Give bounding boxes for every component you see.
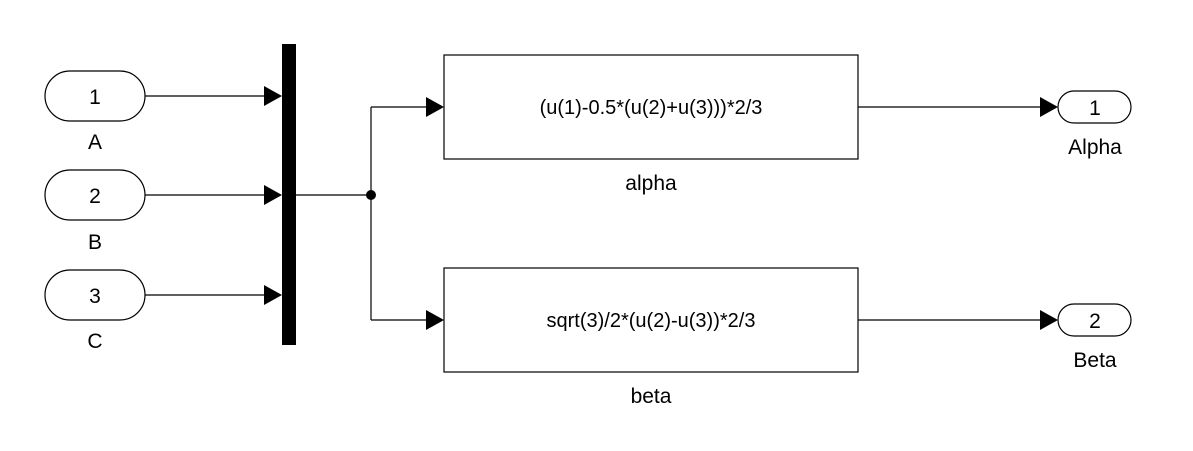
inport-number: 1 <box>89 86 101 109</box>
branch-point-dot <box>366 190 376 200</box>
mux-block[interactable] <box>282 44 296 345</box>
outport-label: Alpha <box>1068 136 1122 159</box>
fcn-block-name: beta <box>631 385 672 408</box>
arrowhead-beta-in <box>426 310 444 330</box>
outport-block-2[interactable]: 2 Beta <box>1057 303 1132 372</box>
arrowhead-out1 <box>1040 97 1058 117</box>
inport-block-3[interactable]: 3 C <box>44 269 146 353</box>
inport-block-1[interactable]: 1 A <box>44 70 146 154</box>
arrowhead-in1 <box>264 86 282 106</box>
arrowhead-out2 <box>1040 310 1058 330</box>
inport-label: B <box>88 231 102 254</box>
fcn-block-alpha[interactable]: (u(1)-0.5*(u(2)+u(3)))*2/3 alpha <box>443 54 859 195</box>
outport-number: 2 <box>1089 310 1101 333</box>
inport-label: A <box>88 131 102 154</box>
arrowhead-in2 <box>264 185 282 205</box>
fcn-block-beta[interactable]: sqrt(3)/2*(u(2)-u(3))*2/3 beta <box>443 267 859 408</box>
inport-number: 3 <box>89 285 101 308</box>
arrowhead-alpha-in <box>426 97 444 117</box>
inport-number: 2 <box>89 185 101 208</box>
outport-label: Beta <box>1073 349 1117 372</box>
inport-block-2[interactable]: 2 B <box>44 169 146 254</box>
arrowhead-in3 <box>264 285 282 305</box>
inport-label: C <box>87 330 102 353</box>
fcn-expression: (u(1)-0.5*(u(2)+u(3)))*2/3 <box>540 97 763 119</box>
outport-block-1[interactable]: 1 Alpha <box>1057 90 1132 159</box>
signal-lines <box>145 86 1058 330</box>
outport-number: 1 <box>1089 97 1101 120</box>
fcn-expression: sqrt(3)/2*(u(2)-u(3))*2/3 <box>547 310 756 332</box>
fcn-block-name: alpha <box>625 172 677 195</box>
